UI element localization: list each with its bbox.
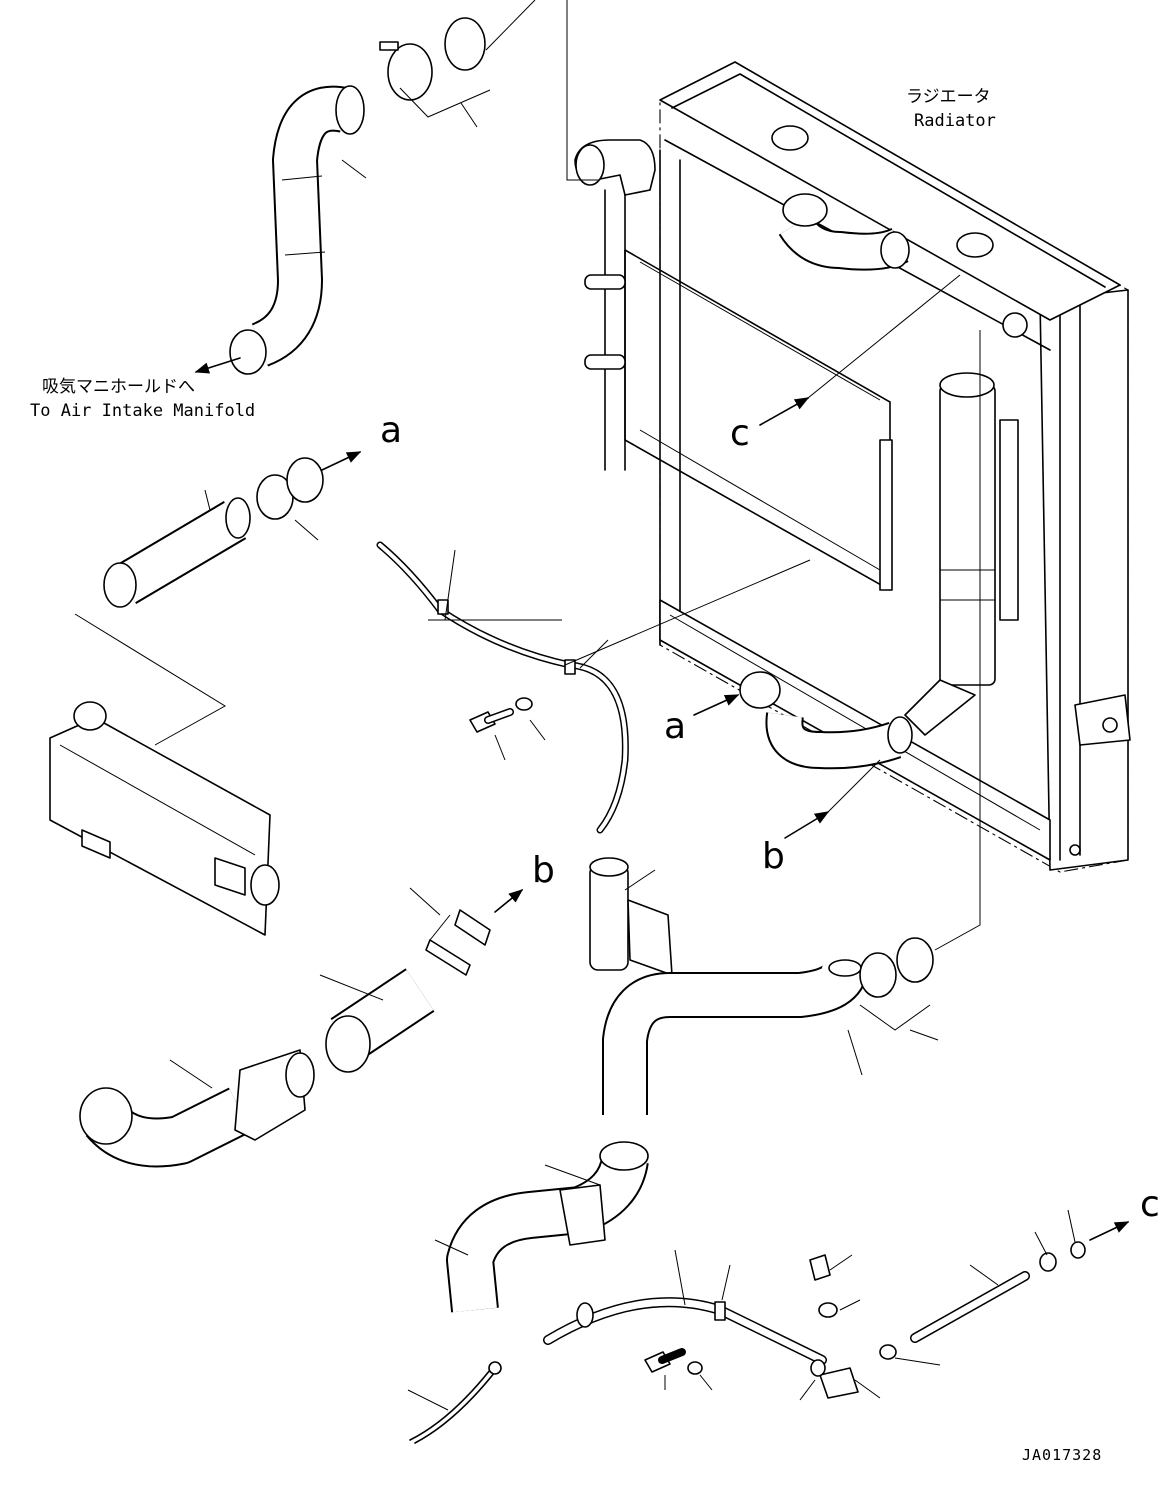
engine-fragment	[49, 701, 280, 936]
bottom-pipe-fittings: c	[407, 1184, 1160, 1444]
bolt-washer	[469, 697, 546, 761]
document-number: JA017328	[1022, 1446, 1102, 1464]
marker-b-top: b	[532, 850, 555, 891]
radiator-markers: c a b	[664, 274, 961, 877]
hose-clamps-top	[379, 17, 491, 128]
marker-b-radiator: b	[762, 836, 785, 877]
radiator-assembly	[574, 61, 1131, 873]
intake-label-jp: 吸気マニホールドへ	[42, 377, 195, 397]
radiator-label: ラジエータ Radiator	[906, 87, 996, 131]
radiator-cap	[771, 125, 809, 151]
reservoir-tank	[589, 857, 673, 976]
radiator-cap	[956, 232, 994, 258]
radiator-core	[624, 249, 891, 591]
bottom-elbow	[434, 1141, 649, 1313]
aftercooler-pipe	[939, 384, 996, 686]
mid-hose	[319, 968, 435, 1073]
intake-label-en: To Air Intake Manifold	[30, 401, 255, 421]
intake-hose	[229, 85, 365, 375]
marker-c-radiator: c	[730, 413, 750, 454]
sensor-tee-b: b	[409, 850, 555, 976]
marker-a-top: a	[380, 410, 402, 451]
intake-label: 吸気マニホールドへ To Air Intake Manifold	[30, 357, 255, 421]
radiator-side-tank	[1039, 289, 1129, 871]
lower-hose	[602, 937, 939, 1115]
marker-c-bottom: c	[1140, 1184, 1160, 1225]
sensor-cable	[376, 541, 629, 834]
radiator-label-jp: ラジエータ	[906, 87, 991, 107]
radiator-top-tank	[659, 61, 1121, 321]
radiator-label-en: Radiator	[914, 111, 996, 131]
hose-end	[229, 329, 267, 375]
short-hose-a: a	[103, 410, 402, 608]
marker-a-radiator: a	[664, 706, 686, 747]
elbow-tube-left	[79, 1049, 315, 1168]
